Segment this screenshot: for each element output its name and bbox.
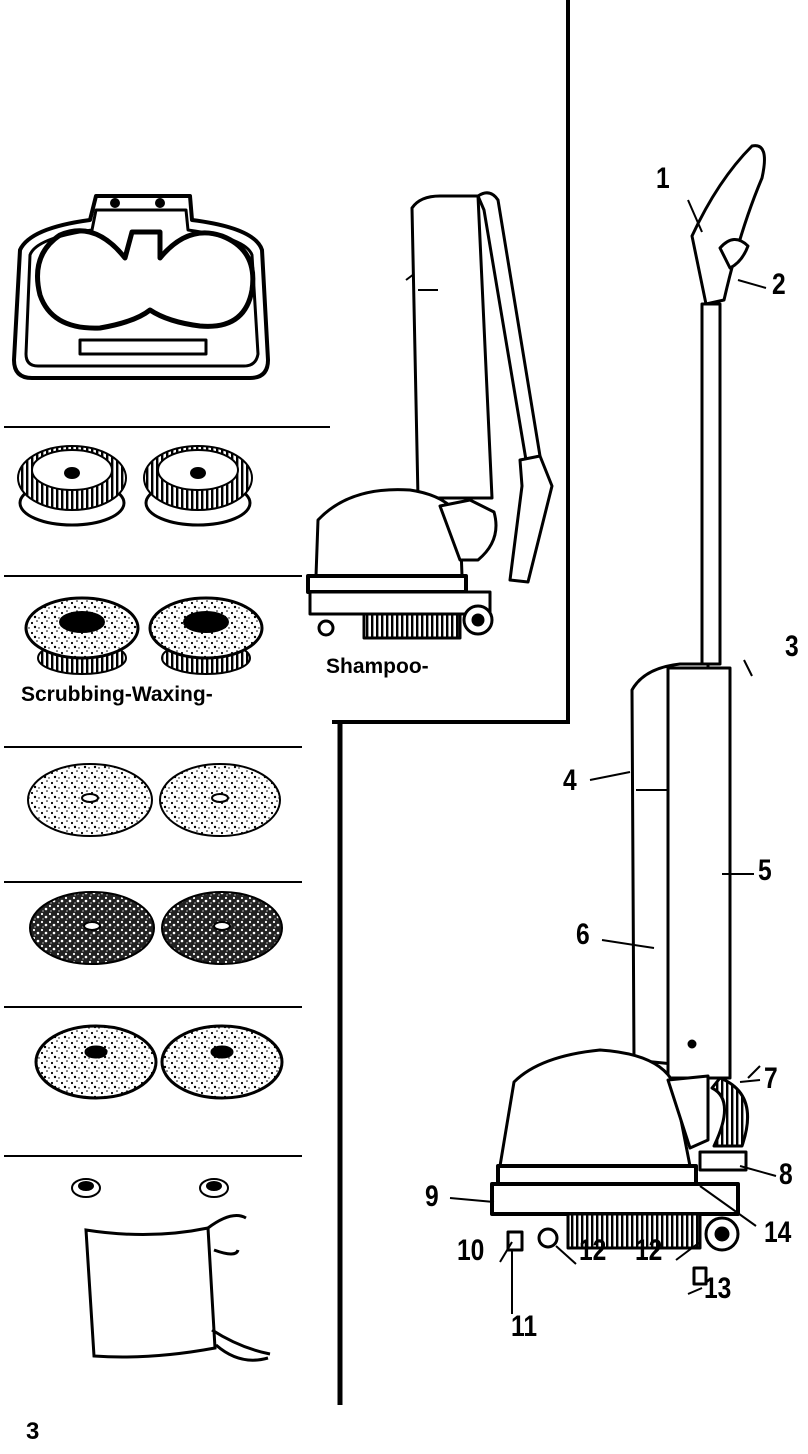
light-pads <box>28 764 280 836</box>
dark-pads <box>30 892 282 964</box>
callout-5: 5 <box>758 856 772 886</box>
callout-4: 4 <box>563 766 577 796</box>
waxing-brushes <box>26 598 262 674</box>
callout-6: 6 <box>576 920 590 950</box>
upright-machine <box>492 146 764 1284</box>
shampoo-caption: Shampoo- <box>326 655 429 679</box>
scrubbing-waxing-caption: Scrubbing-Waxing- <box>21 683 213 707</box>
callout-13: 13 <box>704 1274 731 1304</box>
callout-9: 9 <box>425 1182 439 1212</box>
callout-11: 11 <box>511 1312 537 1342</box>
callout-8: 8 <box>779 1160 793 1190</box>
callout-2: 2 <box>772 270 786 300</box>
accessory-bag <box>72 1179 270 1360</box>
shampoo-machine <box>308 193 552 638</box>
callout-12b: 12 <box>635 1236 662 1266</box>
scrubbing-brushes <box>18 446 252 525</box>
callout-1: 1 <box>656 164 670 194</box>
page-number: 3 <box>26 1418 39 1446</box>
polishing-bonnets <box>36 1026 282 1098</box>
callout-10: 10 <box>457 1236 484 1266</box>
callout-7: 7 <box>764 1064 778 1094</box>
accessory-tray <box>14 196 268 378</box>
callout-14: 14 <box>764 1218 791 1248</box>
callout-3: 3 <box>785 632 799 662</box>
callout-12a: 12 <box>579 1236 606 1266</box>
